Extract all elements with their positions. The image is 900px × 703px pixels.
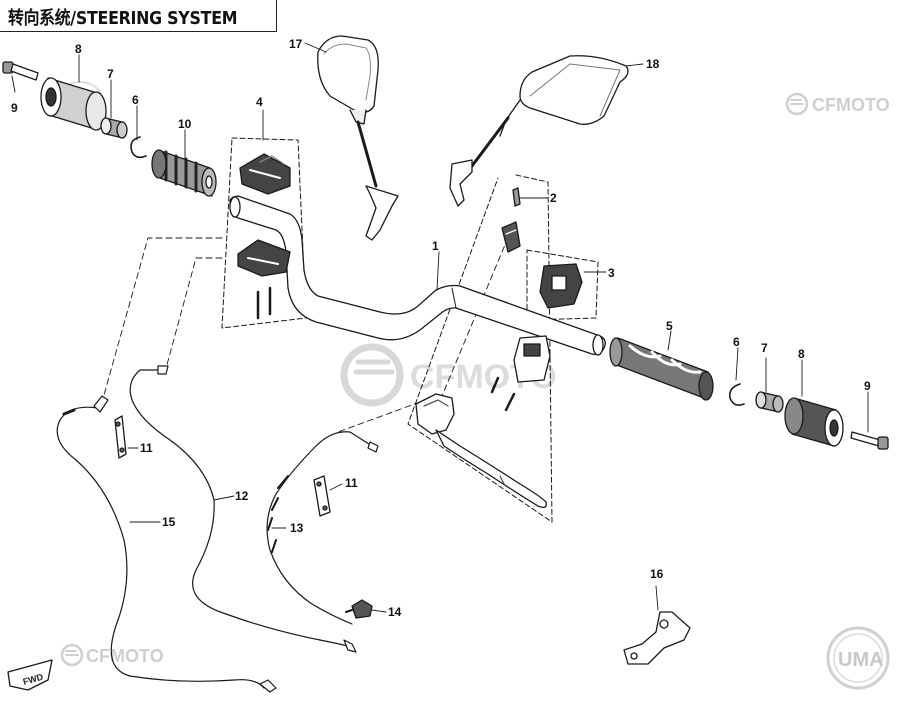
assembly-outline-lever — [407, 174, 553, 523]
throttle-housing-lower — [237, 239, 291, 277]
svg-text:UMA: UMA — [838, 649, 884, 671]
callout-10: 10 — [178, 117, 192, 131]
clamp-11-right — [313, 475, 331, 517]
watermark-seal-bottom: UMA — [826, 626, 890, 690]
circlip-left — [130, 136, 147, 159]
callout-11-left: 11 — [140, 441, 153, 455]
leader-lines — [11, 42, 869, 613]
svg-text:CFMOTO: CFMOTO — [86, 646, 164, 666]
callout-12: 12 — [235, 489, 249, 503]
callout-6-left: 6 — [132, 93, 139, 107]
brake-switch — [501, 221, 521, 253]
callout-13: 13 — [290, 521, 304, 535]
mirror-right — [449, 55, 629, 207]
housing-screws — [256, 286, 272, 320]
watermark-brand-bottom: CFMOTO — [60, 643, 164, 667]
title-box: 转向系统/STEERING SYSTEM — [0, 0, 277, 32]
brake-lever — [415, 393, 547, 508]
collar-right — [755, 391, 784, 413]
callout-7-left: 7 — [107, 67, 114, 81]
callout-5: 5 — [666, 319, 673, 333]
switch-housing-right — [513, 263, 583, 383]
callout-2: 2 — [550, 191, 557, 205]
clamp-11-left — [114, 415, 127, 459]
switch-screws — [490, 376, 516, 412]
callout-7-right: 7 — [761, 341, 768, 355]
callout-8-right: 8 — [798, 347, 805, 361]
cable-13 — [266, 431, 379, 625]
assembly-outline-3 — [526, 249, 599, 321]
bracket-16 — [623, 611, 691, 665]
callout-6-right: 6 — [733, 335, 740, 349]
bolt-small-right — [512, 187, 521, 207]
callout-14: 14 — [388, 605, 402, 619]
callout-17: 17 — [289, 37, 303, 51]
callout-4: 4 — [256, 95, 263, 109]
bar-end-weight-left — [40, 77, 107, 131]
callout-18: 18 — [646, 57, 660, 71]
collar-left — [100, 117, 128, 139]
callout-9-right: 9 — [864, 379, 871, 393]
bar-end-weight-right — [784, 397, 844, 447]
watermark-brand-top: CFMOTO — [785, 92, 890, 116]
callout-9-left: 9 — [11, 101, 18, 115]
cable-15 — [56, 395, 277, 693]
circlip-right — [728, 383, 745, 406]
throttle-housing-upper — [239, 153, 291, 195]
bolt-right — [850, 431, 889, 450]
callout-16: 16 — [650, 567, 664, 581]
switch-14 — [345, 599, 373, 619]
callout-labels: 1 2 3 4 5 6 6 7 7 8 8 9 9 10 11 11 12 13… — [11, 37, 871, 619]
svg-text:CFMOTO: CFMOTO — [812, 95, 890, 115]
callout-3: 3 — [608, 266, 615, 280]
callout-8-left: 8 — [75, 42, 82, 56]
cable-12 — [129, 365, 357, 653]
handlebar — [229, 195, 606, 356]
callout-11-right: 11 — [345, 476, 358, 490]
mirror-left — [317, 35, 399, 241]
fwd-arrow: FWD — [7, 659, 53, 691]
bolt-left — [2, 61, 39, 81]
leader-dashed-lines — [101, 227, 513, 433]
page-title: 转向系统/STEERING SYSTEM — [8, 8, 238, 29]
callout-15: 15 — [162, 515, 176, 529]
callout-1: 1 — [432, 239, 439, 253]
grip-right — [609, 337, 714, 401]
throttle-grip — [151, 149, 217, 197]
